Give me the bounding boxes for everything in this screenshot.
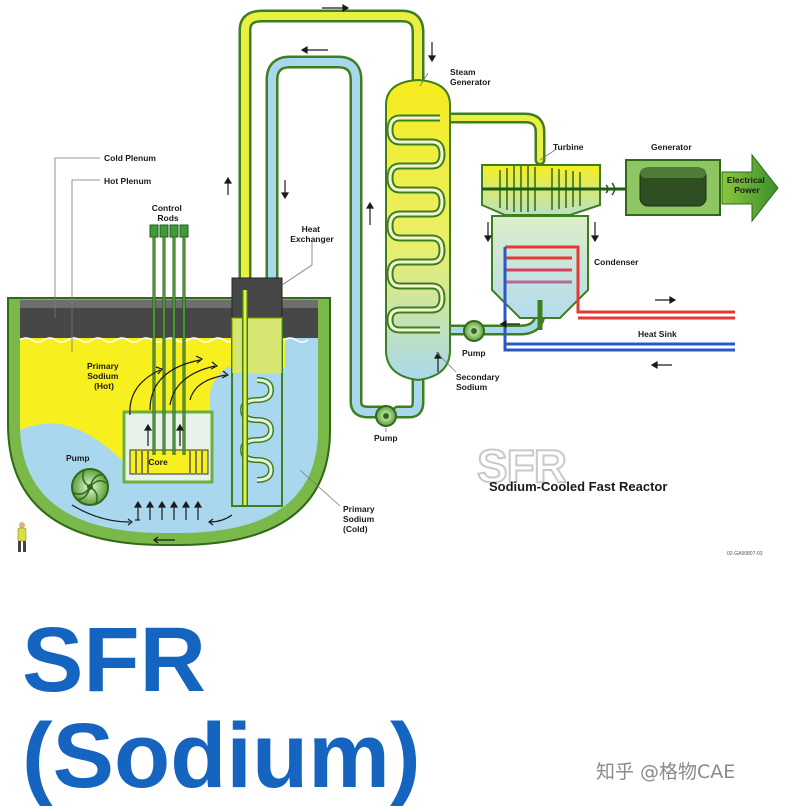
primary-sodium-hot-label: Primary Sodium (Hot) (87, 361, 121, 391)
primary-pump-label: Pump (66, 453, 90, 463)
feedwater-pump (463, 320, 485, 342)
intermediate-pump (375, 405, 397, 427)
watermark: 知乎 @格物CAE (596, 761, 736, 783)
turbine-label: Turbine (553, 142, 584, 152)
steam-generator-label: Steam Generator (450, 67, 491, 87)
diagram-subtitle: Sodium-Cooled Fast Reactor (489, 479, 667, 494)
person-scale-figure (17, 522, 27, 552)
heat-sink-label: Heat Sink (638, 329, 677, 339)
primary-sodium-cold-label: Primary Sodium (Cold) (343, 504, 377, 534)
intermediate-loop-piping (238, 9, 425, 419)
title-line-2: (Sodium) (22, 705, 421, 807)
generator (605, 159, 721, 216)
intermediate-heat-exchanger (231, 277, 283, 507)
core-label: Core (148, 457, 168, 467)
condenser (491, 215, 735, 352)
electrical-power-arrow (721, 153, 779, 223)
intermediate-pump-label: Pump (374, 433, 398, 443)
control-rods (149, 224, 189, 455)
loop-flow-arrows (223, 3, 677, 372)
generator-label: Generator (651, 142, 692, 152)
feedwater-pump-label: Pump (462, 348, 486, 358)
cold-plenum-label: Cold Plenum (104, 153, 156, 163)
steam-generator (385, 78, 451, 382)
electrical-power-label: Electrical Power (727, 175, 767, 195)
hot-plenum-label: Hot Plenum (104, 176, 152, 186)
reactor-core: Core (129, 449, 209, 475)
sfr-logo: SFR (477, 440, 567, 492)
control-rods-label: Control Rods (152, 203, 185, 223)
secondary-sodium-label: Secondary Sodium (456, 372, 502, 392)
title-line-1: SFR (22, 609, 206, 711)
page-title: SFR (Sodium) (22, 612, 421, 804)
callout-lines (54, 72, 556, 507)
figure-code: 02-GA50807-03 (727, 551, 763, 557)
primary-flow-arrows (71, 355, 233, 544)
condenser-label: Condenser (594, 257, 639, 267)
turbine (481, 164, 625, 216)
heat-exchanger-label: Heat Exchanger (290, 224, 334, 244)
primary-pump (71, 468, 109, 506)
core-inlet-arrows (133, 423, 203, 520)
